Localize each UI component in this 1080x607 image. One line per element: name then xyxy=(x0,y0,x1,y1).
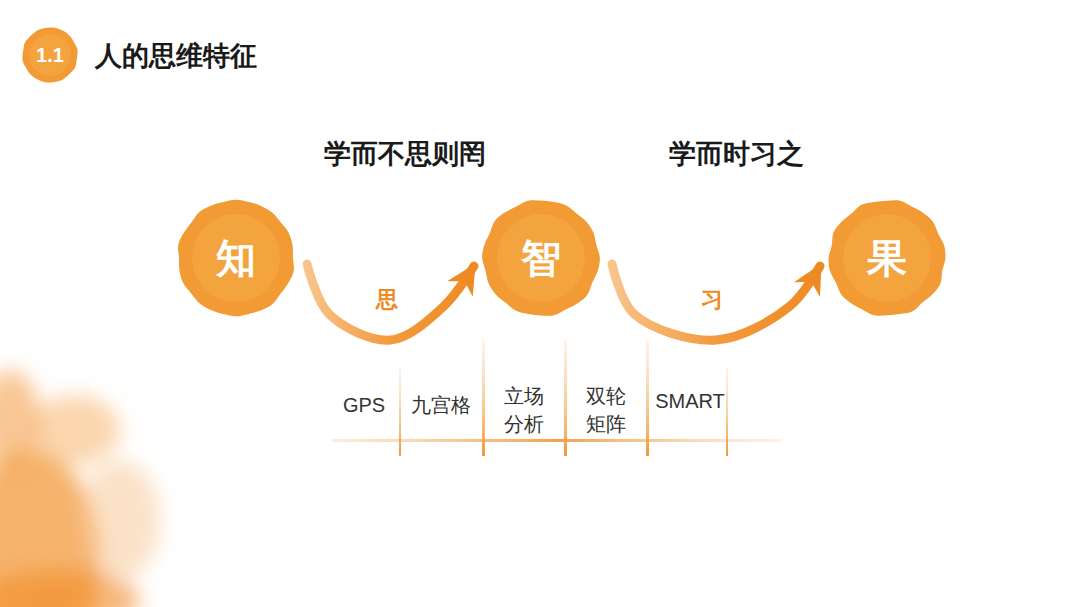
curved-arrow xyxy=(612,264,820,340)
blob-fill xyxy=(178,200,294,317)
concept-circle: 智 xyxy=(480,197,602,319)
table-lines xyxy=(332,340,782,456)
quote-heading: 学而不思则罔 xyxy=(324,136,486,174)
tool-name: GPS xyxy=(343,391,385,419)
concept-circle: 知 xyxy=(175,197,297,319)
concept-circle: 果 xyxy=(826,197,948,319)
blob-fill xyxy=(482,200,600,316)
tool-name: 双轮 矩阵 xyxy=(584,382,628,438)
blob-inner xyxy=(843,214,931,302)
node-label: 果 xyxy=(867,231,907,286)
blob-fill xyxy=(22,28,77,83)
node-label: 知 xyxy=(216,231,256,286)
edge-label: 思 xyxy=(376,285,398,315)
tool-name: SMART xyxy=(655,387,725,415)
quote-heading: 学而时习之 xyxy=(669,136,804,174)
section-badge: 1.1 xyxy=(21,26,79,84)
blob-fill xyxy=(828,200,945,315)
tool-name: 九宫格 xyxy=(411,391,471,419)
slide-title: 人的思维特征 xyxy=(95,38,257,74)
ink-splash xyxy=(0,370,160,607)
blob-inner xyxy=(192,214,280,302)
edge-label: 习 xyxy=(701,285,723,315)
node-label: 1.1 xyxy=(36,44,64,67)
tool-name: 立场 分析 xyxy=(502,382,546,438)
node-label: 智 xyxy=(521,231,561,286)
blob-inner xyxy=(29,34,71,76)
blob-inner xyxy=(497,214,585,302)
curved-arrow xyxy=(307,264,474,340)
